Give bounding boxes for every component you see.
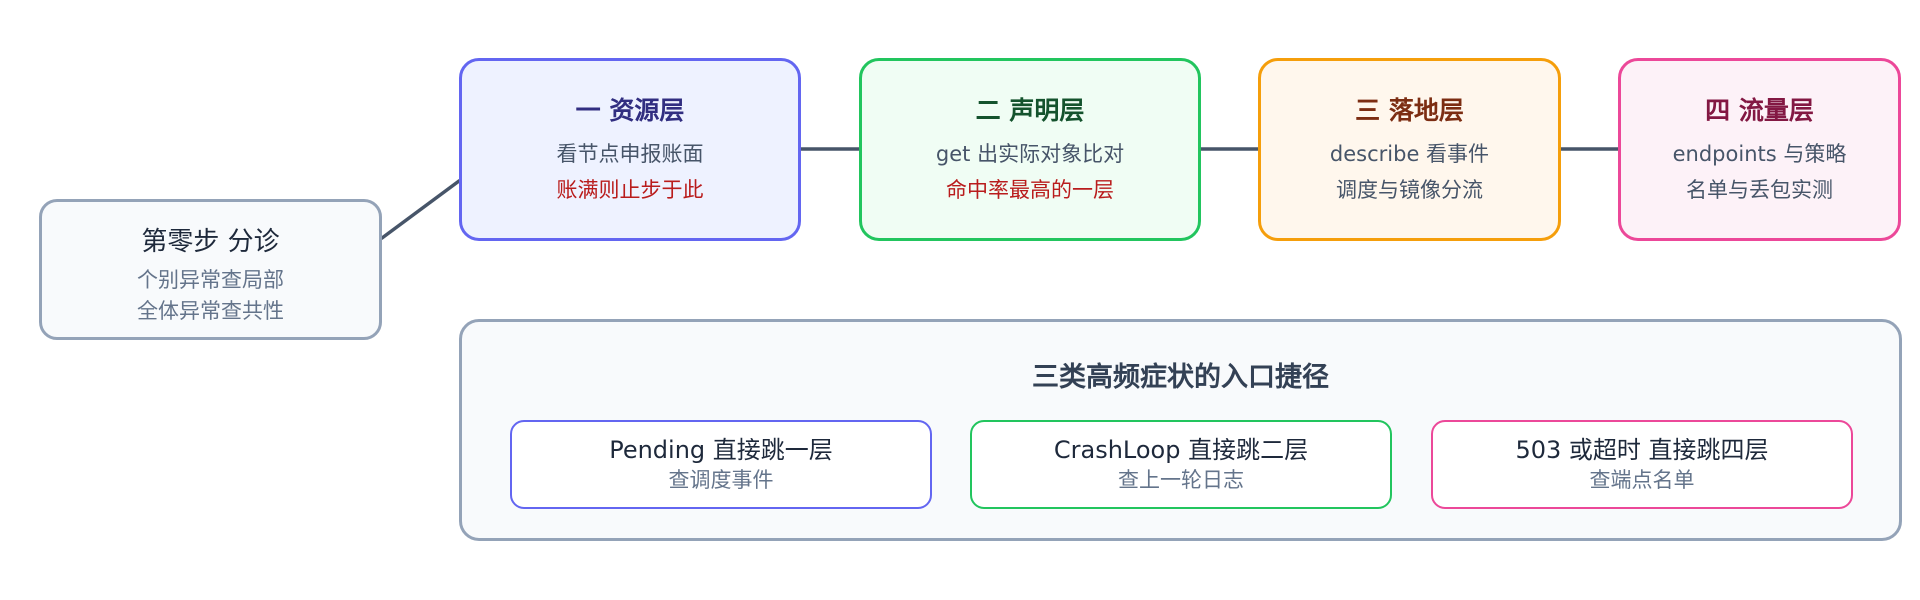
traffic-layer-title: 四 流量层 [1705,96,1814,125]
resource-layer-node: 一 资源层 看节点申报账面 账满则止步于此 [459,58,801,241]
declaration-layer-node: 二 声明层 get 出实际对象比对 命中率最高的一层 [859,58,1201,241]
triage-line-2: 全体异常查共性 [137,299,284,323]
shortcut-pending: Pending 直接跳一层 查调度事件 [510,420,932,509]
triage-line-1: 个别异常查局部 [137,268,284,292]
declaration-layer-line-1: get 出实际对象比对 [935,142,1125,166]
shortcut-pending-hint: 查调度事件 [668,468,774,492]
triage-title: 第零步 分诊 [141,227,280,257]
resource-layer-line-1: 看节点申报账面 [556,142,704,166]
traffic-layer-line-1: endpoints 与策略 [1672,142,1847,166]
shortcut-503-timeout-label: 503 或超时 直接跳四层 [1515,436,1769,464]
traffic-layer-node: 四 流量层 endpoints 与策略 名单与丢包实测 [1618,58,1901,241]
shortcut-pending-label: Pending 直接跳一层 [609,436,833,464]
shortcut-panel-title: 三类高频症状的入口捷径 [1032,362,1329,393]
resource-layer-title: 一 资源层 [575,96,685,125]
shortcut-crashloop-hint: 查上一轮日志 [1118,468,1244,492]
shortcut-crashloop: CrashLoop 直接跳二层 查上一轮日志 [970,420,1392,509]
landing-layer-node: 三 落地层 describe 看事件 调度与镜像分流 [1258,58,1561,241]
shortcut-503-timeout: 503 或超时 直接跳四层 查端点名单 [1431,420,1853,509]
declaration-layer-line-2: 命中率最高的一层 [946,178,1114,202]
connector-triage-to-resource [380,179,461,240]
shortcut-crashloop-label: CrashLoop 直接跳二层 [1053,436,1309,464]
resource-layer-line-2: 账满则止步于此 [556,178,704,202]
shortcut-panel: 三类高频症状的入口捷径 Pending 直接跳一层 查调度事件 CrashLoo… [459,319,1902,541]
landing-layer-line-1: describe 看事件 [1329,142,1490,166]
shortcut-503-timeout-hint: 查端点名单 [1589,468,1695,492]
traffic-layer-line-2: 名单与丢包实测 [1686,178,1833,202]
landing-layer-line-2: 调度与镜像分流 [1336,178,1483,202]
triage-node: 第零步 分诊 个别异常查局部 全体异常查共性 [39,199,382,340]
landing-layer-title: 三 落地层 [1355,96,1464,125]
declaration-layer-title: 二 声明层 [975,96,1085,125]
